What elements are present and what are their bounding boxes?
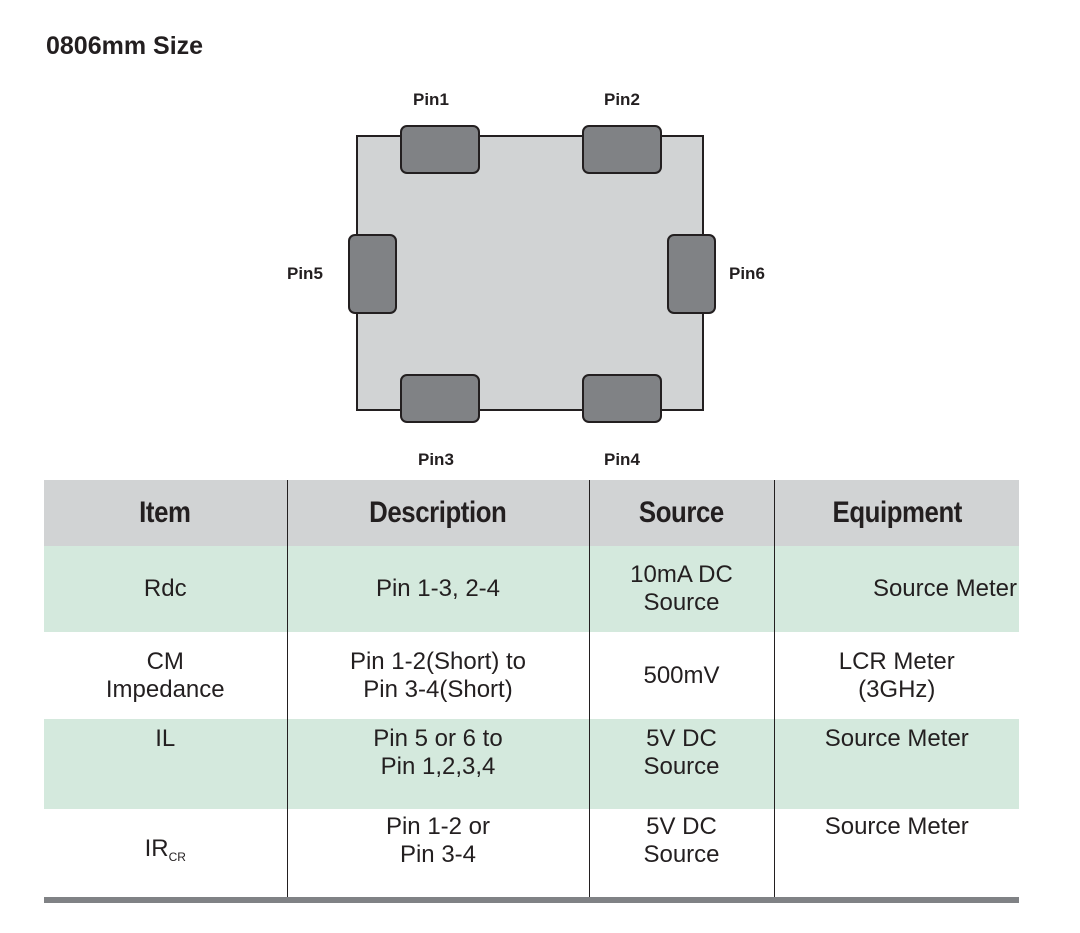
pin1-pad [400, 125, 480, 174]
cell-equipment: LCR Meter(3GHz) [773, 632, 1019, 719]
pin2-label: Pin2 [604, 90, 640, 109]
cell-item: IL [44, 719, 287, 809]
pin4-label: Pin4 [604, 450, 640, 469]
cell-equipment: Source Meter [773, 546, 1019, 632]
item-subscript: CR [168, 850, 186, 864]
pin6-pad [667, 234, 716, 314]
header-equipment: Equipment [773, 480, 1019, 546]
cell-equipment: Source Meter [773, 719, 1019, 809]
pin5-label: Pin5 [287, 264, 323, 283]
header-source: Source [588, 480, 774, 546]
cell-description: Pin 1-3, 2-4 [286, 546, 589, 632]
cell-source: 500mV [588, 632, 774, 719]
cell-item: IRCR [44, 809, 287, 903]
header-item: Item [44, 480, 287, 546]
cell-item: Rdc [44, 546, 287, 632]
test-table: Item Description Source Equipment Rdc Pi… [44, 480, 1019, 903]
pin6-label: Pin6 [729, 264, 765, 283]
package-body [356, 135, 704, 411]
pin4-pad [582, 374, 662, 423]
cell-equipment: Source Meter [773, 809, 1019, 903]
pin3-pad [400, 374, 480, 423]
pin2-pad [582, 125, 662, 174]
table-header-row: Item Description Source Equipment [44, 480, 1019, 546]
pin3-label: Pin3 [418, 450, 454, 469]
pin5-pad [348, 234, 397, 314]
pin1-label: Pin1 [413, 90, 449, 109]
header-description: Description [286, 480, 589, 546]
page-title: 0806mm Size [46, 32, 204, 60]
